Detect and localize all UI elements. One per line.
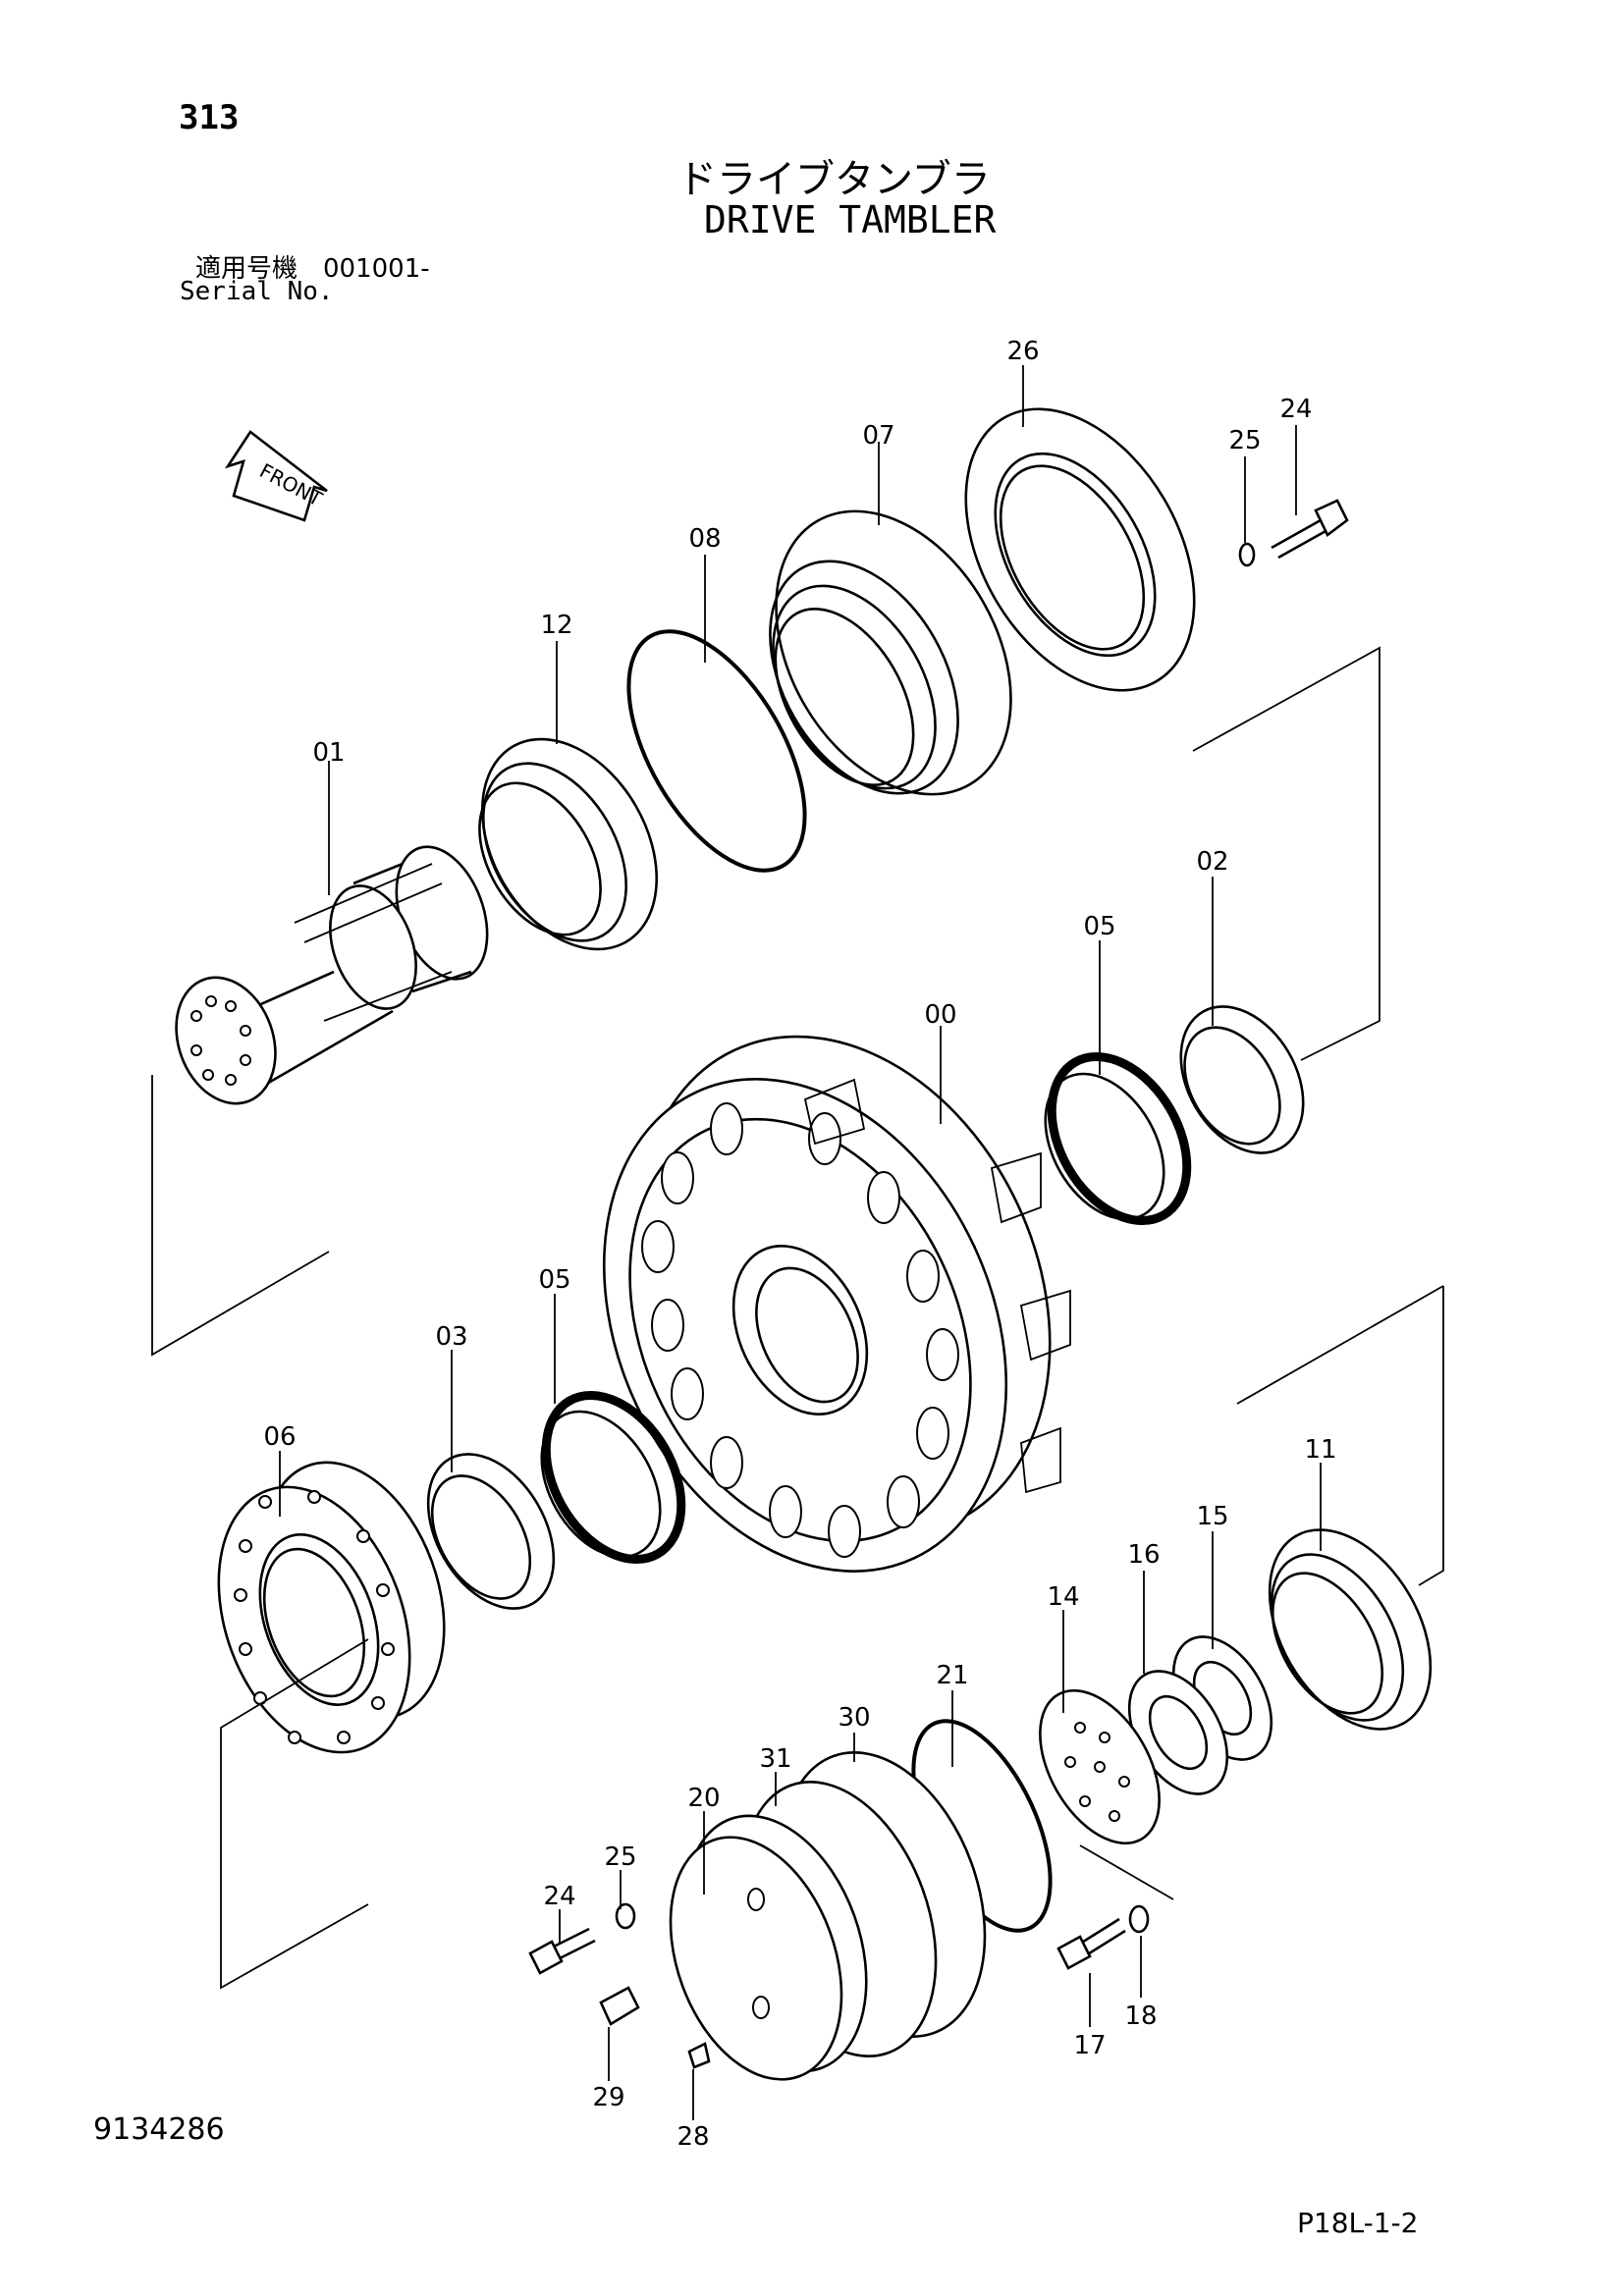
part-02-ring (1179, 1005, 1305, 1154)
part-06-flange (217, 1461, 446, 1754)
callout-25-top: 25 (1228, 426, 1261, 455)
document-number: 9134286 (93, 2112, 225, 2147)
callout-14: 14 (1047, 1582, 1079, 1612)
callout-16: 16 (1127, 1540, 1160, 1570)
callout-31: 31 (759, 1744, 791, 1774)
title-english: DRIVE TAMBLER (704, 198, 997, 241)
part-08-o-ring (626, 629, 807, 873)
part-01-shaft (175, 845, 489, 1105)
callout-11: 11 (1304, 1435, 1336, 1465)
part-00-drive-tumbler (602, 1035, 1071, 1573)
part-25-washer-top (1238, 542, 1256, 567)
callout-24-top: 24 (1279, 395, 1312, 424)
part-24-bolt-bottom (528, 1927, 596, 1975)
callout-05-right: 05 (1083, 912, 1115, 941)
part-26-flange-ring (964, 407, 1196, 692)
callout-03: 03 (435, 1322, 467, 1352)
serial-label-japanese: 適用号機 001001- (195, 254, 430, 284)
part-05-seal-left (540, 1390, 686, 1565)
callout-01: 01 (312, 738, 345, 768)
part-18-washer (1128, 1904, 1150, 1934)
title-japanese: ドライブタンブラ (677, 157, 991, 202)
callout-06: 06 (263, 1422, 296, 1452)
leader-lines (279, 365, 1322, 2120)
callout-00: 00 (924, 1000, 956, 1030)
part-12-bearing (478, 737, 659, 951)
callout-26: 26 (1006, 337, 1039, 366)
callout-20: 20 (687, 1784, 720, 1813)
part-25-washer-bottom (615, 1902, 636, 1930)
part-07-hub (769, 509, 1012, 796)
part-17-bolt (1056, 1917, 1126, 1970)
front-arrow-icon: FRONT (224, 430, 328, 522)
callout-08: 08 (688, 524, 721, 554)
callout-15: 15 (1196, 1502, 1228, 1531)
part-28-plug (687, 2042, 711, 2069)
callout-28: 28 (677, 2122, 709, 2152)
callout-labels: 01 12 08 07 26 25 24 02 05 00 05 03 06 1… (263, 337, 1336, 2152)
part-03-ring (426, 1453, 556, 1610)
front-label: FRONT (255, 458, 326, 511)
callout-24-bottom: 24 (543, 1882, 575, 1911)
callout-02: 02 (1196, 847, 1228, 877)
part-20-cover-plate (669, 1814, 868, 2081)
callout-21: 21 (936, 1661, 968, 1690)
callout-17: 17 (1073, 2031, 1106, 2060)
callout-12: 12 (540, 611, 572, 640)
part-11-bearing (1268, 1528, 1433, 1731)
serial-label-english: Serial No. (180, 277, 334, 306)
part-24-bolt-top (1271, 499, 1349, 560)
callout-07: 07 (862, 421, 894, 451)
callout-05-left: 05 (538, 1265, 570, 1295)
page-reference: P18L-1-2 (1297, 2207, 1419, 2239)
callout-18: 18 (1124, 2002, 1157, 2031)
callout-25-bottom: 25 (604, 1842, 636, 1872)
callout-29: 29 (592, 2083, 624, 2112)
page-number: 313 (179, 98, 240, 137)
callout-30: 30 (838, 1703, 870, 1733)
assembly-guide-lines (151, 646, 1444, 1990)
part-29-plug (599, 1986, 640, 2026)
part-05-seal-right (1044, 1051, 1192, 1226)
part-14-plate (1039, 1688, 1161, 1845)
